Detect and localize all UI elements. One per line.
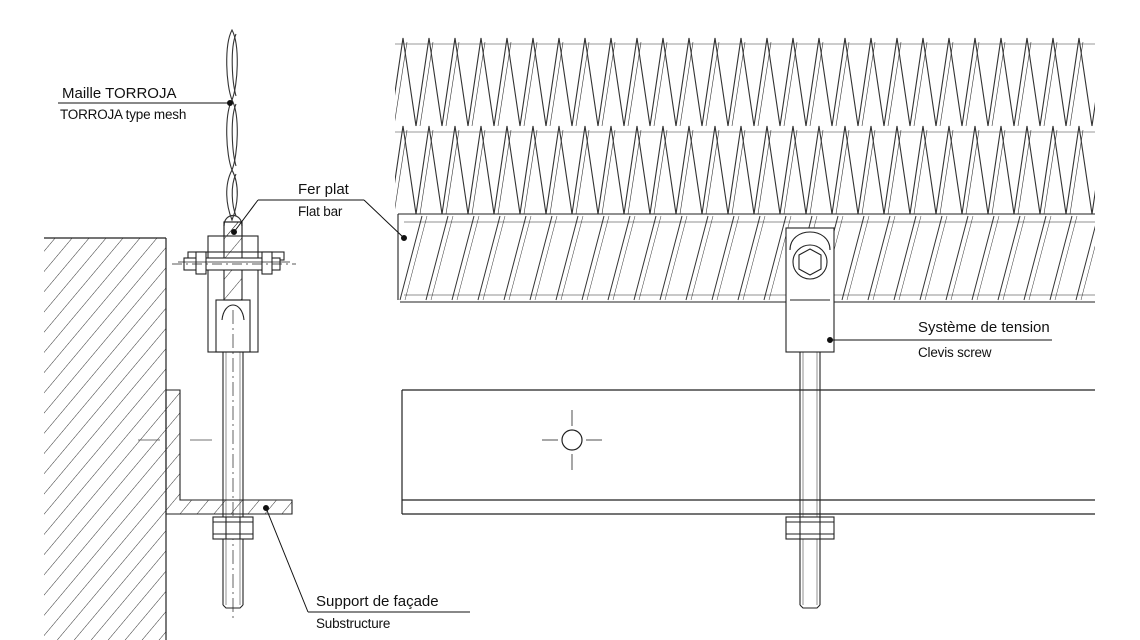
mesh-bottom-edge <box>397 213 1095 303</box>
flat-bar-label-fr: Fer plat <box>298 181 349 198</box>
flat-bar-label-en: Flat bar <box>298 204 343 219</box>
support-label-en: Substructure <box>316 616 391 631</box>
support-beam <box>401 389 1095 515</box>
mesh-elevation <box>395 37 1095 301</box>
clevis-screw <box>785 227 835 609</box>
support-label-fr: Support de façade <box>316 593 439 610</box>
tension-system-label-en: Clevis screw <box>918 345 992 360</box>
tension-system-label-fr: Système de tension <box>918 319 1050 336</box>
leader-lines <box>58 100 1052 613</box>
mesh-label-fr: Maille TORROJA <box>62 85 177 102</box>
wall-section <box>44 237 167 640</box>
mesh-side-view <box>223 28 243 227</box>
mesh-label-en: TORROJA type mesh <box>60 107 187 122</box>
facade-support-angle <box>138 389 293 515</box>
side-view-assembly <box>172 221 296 620</box>
